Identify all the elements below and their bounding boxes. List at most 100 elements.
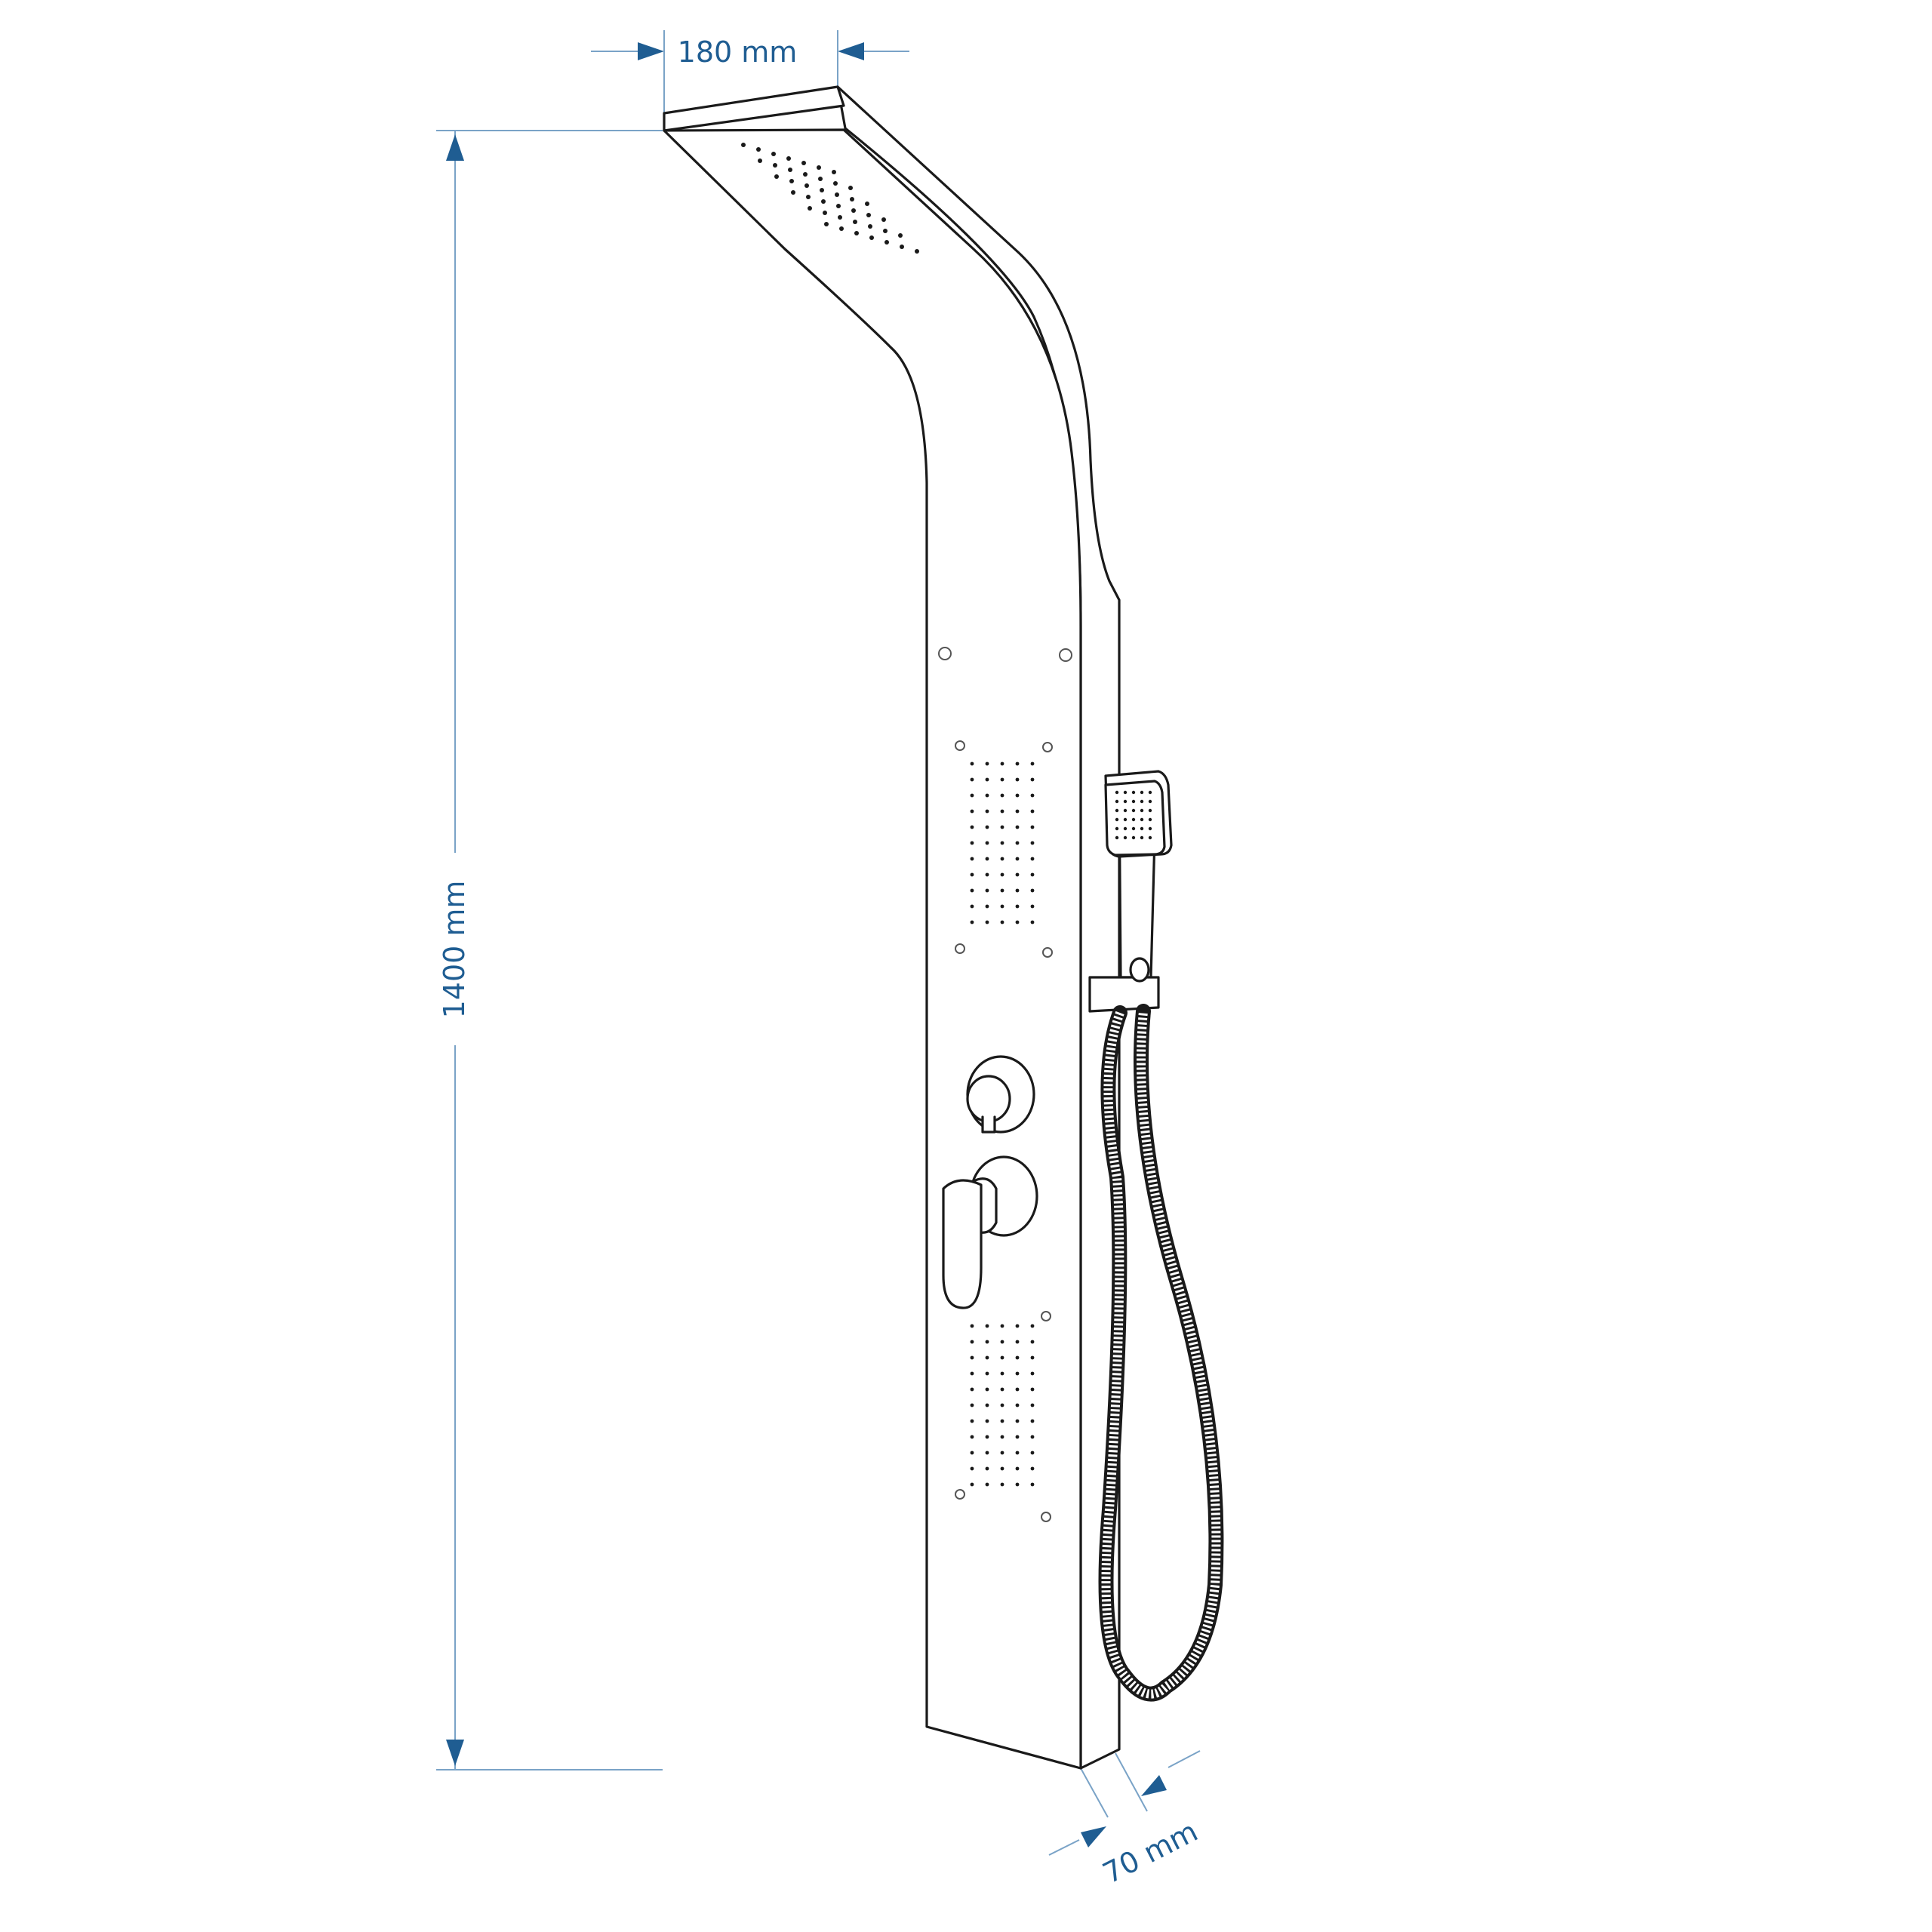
hand-nozzle bbox=[1131, 799, 1136, 804]
body-jet-nozzle bbox=[970, 1482, 974, 1487]
body-jet-nozzle bbox=[985, 888, 989, 893]
body-jet-nozzle bbox=[970, 1435, 974, 1439]
hand-nozzle bbox=[1131, 808, 1136, 813]
rain-nozzle bbox=[881, 217, 886, 222]
rain-nozzle bbox=[806, 195, 811, 199]
hand-nozzle bbox=[1115, 808, 1119, 813]
hand-nozzle bbox=[1115, 835, 1119, 840]
rain-nozzle bbox=[869, 235, 874, 240]
mixer-lever[interactable] bbox=[942, 1179, 983, 1309]
body-jet-nozzle bbox=[985, 793, 989, 798]
rain-nozzle bbox=[774, 174, 779, 179]
body-jet-nozzle bbox=[970, 1355, 974, 1360]
mixer-valve[interactable] bbox=[942, 1155, 1038, 1309]
hand-nozzle bbox=[1148, 835, 1152, 840]
body-jet-nozzle bbox=[970, 761, 974, 766]
lower-body-jets bbox=[970, 1324, 1035, 1487]
hand-nozzle bbox=[1115, 817, 1119, 822]
rain-nozzle bbox=[808, 206, 812, 211]
body-jet-nozzle bbox=[1000, 888, 1004, 893]
body-jet-nozzle bbox=[970, 904, 974, 909]
hand-nozzle bbox=[1115, 799, 1119, 804]
rain-nozzle bbox=[817, 165, 821, 170]
body-jet-nozzle bbox=[1030, 1451, 1035, 1455]
body-jet-nozzle bbox=[970, 777, 974, 782]
body-jet-nozzle bbox=[970, 825, 974, 829]
rain-nozzle bbox=[820, 188, 824, 192]
diverter-handle[interactable] bbox=[966, 1075, 1011, 1123]
body-jet-nozzle bbox=[1015, 1371, 1020, 1376]
body-jet-nozzle bbox=[1015, 1387, 1020, 1392]
body-jet-nozzle bbox=[985, 1435, 989, 1439]
hand-nozzle bbox=[1148, 817, 1152, 822]
body-jet-nozzle bbox=[1000, 857, 1004, 861]
hand-nozzle bbox=[1140, 799, 1144, 804]
body-jet-nozzle bbox=[1000, 761, 1004, 766]
body-jet-nozzle bbox=[1000, 1340, 1004, 1344]
rain-nozzle bbox=[786, 156, 791, 161]
body-jet-nozzle bbox=[1015, 888, 1020, 893]
body-jet-nozzle bbox=[985, 1403, 989, 1407]
body-jet-nozzle bbox=[985, 1355, 989, 1360]
body-jet-nozzle bbox=[970, 1324, 974, 1328]
hand-nozzle bbox=[1115, 790, 1119, 795]
hand-nozzle bbox=[1131, 826, 1136, 831]
jet-screw bbox=[1042, 742, 1053, 752]
depth-line-left bbox=[1048, 1839, 1080, 1856]
body-jet-nozzle bbox=[985, 1419, 989, 1423]
jet-screw bbox=[1042, 947, 1053, 958]
body-jet-nozzle bbox=[1000, 1466, 1004, 1471]
diverter-knob[interactable] bbox=[966, 1055, 1035, 1134]
hand-nozzle bbox=[1148, 808, 1152, 813]
mount-hole-right bbox=[1059, 648, 1072, 662]
rain-nozzle bbox=[850, 197, 854, 202]
body-jet-nozzle bbox=[1015, 904, 1020, 909]
panel-top-edge bbox=[836, 85, 845, 107]
hand-nozzle bbox=[1140, 808, 1144, 813]
rain-nozzle bbox=[824, 222, 829, 226]
body-jet-nozzle bbox=[1015, 1466, 1020, 1471]
rain-nozzle bbox=[836, 204, 841, 208]
hand-nozzle bbox=[1123, 799, 1128, 804]
hose-braid bbox=[1101, 1011, 1221, 1699]
hand-nozzle bbox=[1148, 799, 1152, 804]
body-jet-nozzle bbox=[1015, 920, 1020, 924]
rain-nozzle bbox=[773, 163, 777, 168]
depth-arrow-left bbox=[1081, 1826, 1106, 1847]
body-jet-nozzle bbox=[985, 857, 989, 861]
body-jet-nozzle bbox=[985, 1371, 989, 1376]
rain-nozzle bbox=[801, 161, 806, 165]
body-jet-nozzle bbox=[1030, 1340, 1035, 1344]
hand-nozzle bbox=[1123, 826, 1128, 831]
height-label: 1400 mm bbox=[438, 881, 471, 1019]
body-jet-nozzle bbox=[1000, 1403, 1004, 1407]
rain-nozzle bbox=[833, 181, 838, 186]
rain-nozzle bbox=[771, 152, 776, 156]
rain-nozzle bbox=[741, 143, 746, 147]
body-jet-nozzle bbox=[1030, 1419, 1035, 1423]
rain-nozzle bbox=[839, 226, 844, 231]
rain-nozzle bbox=[788, 168, 792, 172]
rain-nozzle bbox=[898, 233, 903, 238]
body-jet-nozzle bbox=[1000, 777, 1004, 782]
rain-nozzle bbox=[853, 220, 857, 224]
depth-line-right bbox=[1168, 1750, 1201, 1768]
body-jet-nozzle bbox=[1000, 825, 1004, 829]
body-jet-nozzle bbox=[1015, 872, 1020, 877]
body-jet-nozzle bbox=[970, 793, 974, 798]
hand-shower[interactable] bbox=[1088, 770, 1173, 1013]
body-jet-nozzle bbox=[1000, 1451, 1004, 1455]
body-jet-nozzle bbox=[970, 872, 974, 877]
rain-nozzle bbox=[803, 172, 808, 177]
jet-screw bbox=[955, 943, 965, 954]
body-jet-nozzle bbox=[970, 1419, 974, 1423]
shower-hose bbox=[1098, 1004, 1224, 1702]
body-jet-nozzle bbox=[1030, 793, 1035, 798]
body-jet-nozzle bbox=[1030, 825, 1035, 829]
body-jet-nozzle bbox=[1030, 920, 1035, 924]
height-arrow-top bbox=[446, 134, 464, 161]
body-jet-nozzle bbox=[1015, 1451, 1020, 1455]
body-jet-nozzle bbox=[1000, 1324, 1004, 1328]
body-jet-nozzle bbox=[1030, 1435, 1035, 1439]
